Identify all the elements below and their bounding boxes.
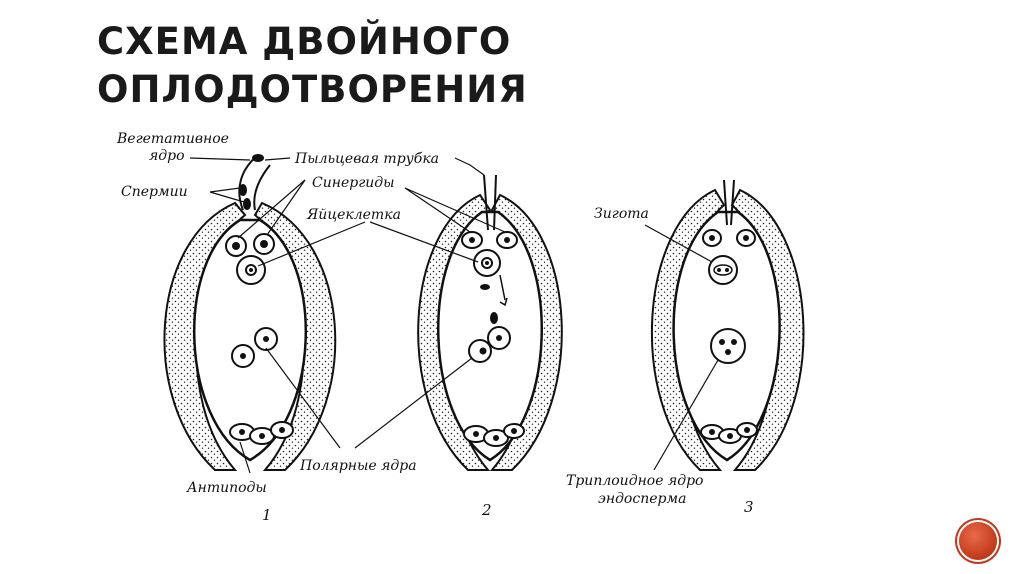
embryo-sac-1: [193, 218, 307, 462]
leader-lines: [189, 157, 719, 474]
label-vegetative-line2: ядро: [149, 148, 185, 164]
label-sperm: Спермии: [121, 184, 188, 200]
pollen-tube-2: [483, 174, 497, 231]
label-zygote: Зигота: [594, 206, 649, 222]
label-synergids: Синергиды: [312, 175, 395, 191]
sperm-2a: [480, 284, 490, 290]
title-line-1: СХЕМА ДВОЙНОГО: [97, 20, 512, 63]
stage-number-3: 3: [744, 498, 754, 516]
stage-number-2: 2: [481, 501, 492, 519]
next-slide-button[interactable]: [959, 522, 997, 560]
slide-title: СХЕМА ДВОЙНОГО ОПЛОДОТВОРЕНИЯ: [97, 18, 528, 114]
label-triploid-line1: Триплоидное ядро: [566, 473, 703, 489]
label-vegetative-line1: Вегетативное: [116, 131, 229, 147]
sperm-2b: [490, 312, 498, 324]
triploid-nucleus-3: [710, 328, 746, 364]
ovule-2: [417, 174, 563, 471]
pollen-tube-3: [723, 179, 735, 226]
label-pollen-tube: Пыльцевая трубка: [294, 151, 439, 167]
vegetative-nucleus-1: [252, 154, 264, 162]
label-triploid-line2: эндосперма: [598, 491, 686, 507]
ovule-3: [650, 179, 805, 471]
label-polar-nuclei: Полярные ядра: [299, 458, 417, 474]
label-antipodes: Антиподы: [186, 480, 267, 496]
label-egg-cell: Яйцеклетка: [306, 207, 401, 223]
sperm-arrow-2: [499, 274, 506, 301]
sperm-1b: [243, 198, 251, 210]
diagram-labels: Вегетативное ядро Пыльцевая трубка Сперм…: [116, 131, 754, 524]
stage-number-1: 1: [262, 506, 272, 524]
ovule-1: [163, 154, 337, 471]
title-line-2: ОПЛОДОТВОРЕНИЯ: [97, 68, 528, 111]
sperm-1a: [239, 184, 247, 196]
